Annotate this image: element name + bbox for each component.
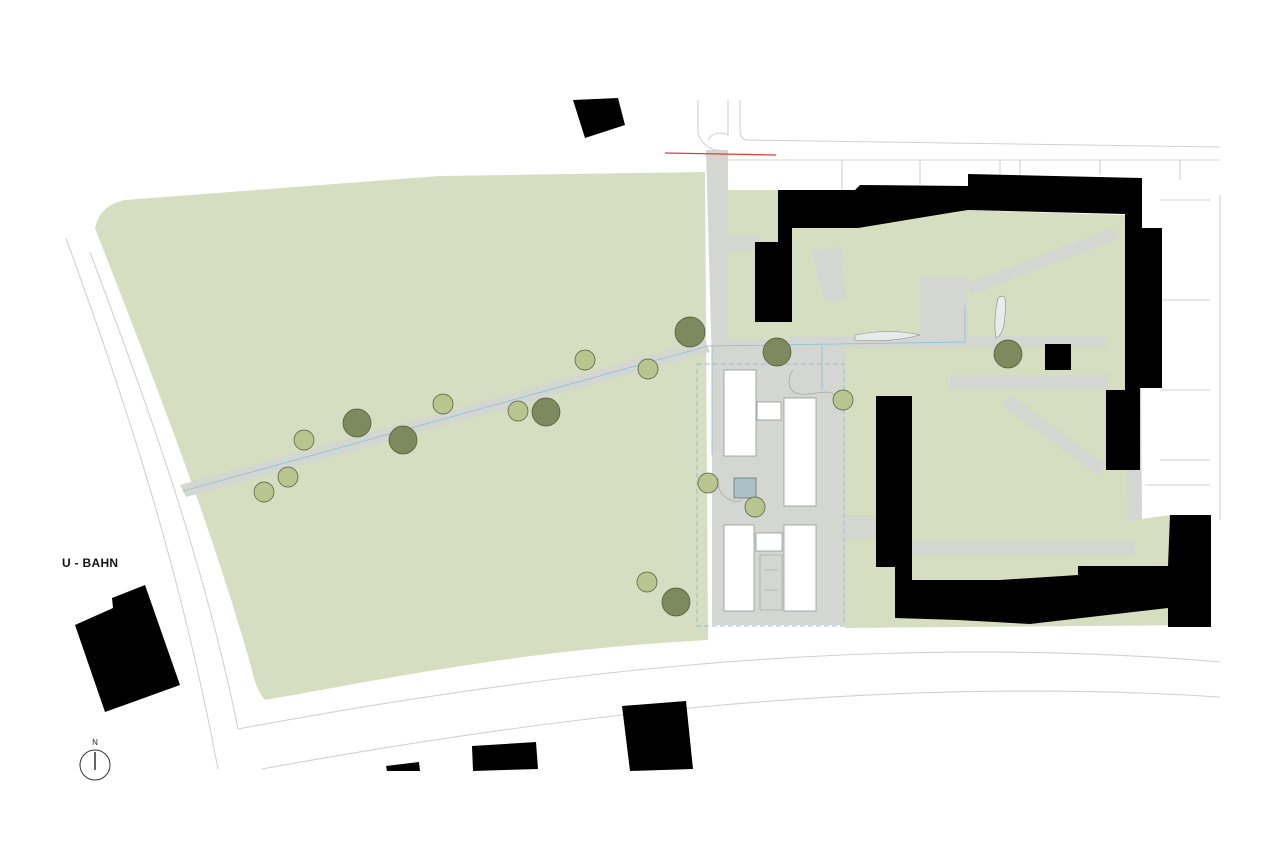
north-corner-b <box>739 100 749 141</box>
building-footprints <box>75 98 1211 771</box>
building-north-west <box>573 98 625 138</box>
tree <box>432 393 454 415</box>
pavilion-north-small <box>756 401 782 421</box>
site-entrance-marker <box>664 152 777 156</box>
water-feature <box>733 477 757 499</box>
pavilion-south-east <box>783 524 817 612</box>
north-corner-a <box>697 100 719 151</box>
tree <box>697 472 719 494</box>
pavilion-south-west <box>723 524 755 612</box>
courtyard-path-bottom <box>910 542 1135 556</box>
courtyard-path-east <box>950 375 1108 390</box>
west-street-outer <box>65 237 219 770</box>
courtyard-path-diag-2 <box>1002 395 1105 475</box>
west-street-inner <box>89 251 239 730</box>
courtyard-path-line <box>707 305 966 347</box>
north-arrow-icon <box>79 749 111 781</box>
courtyard-ramp <box>812 246 845 302</box>
tree <box>388 425 418 455</box>
pavilion-units <box>723 369 817 612</box>
tree <box>253 481 275 503</box>
tree <box>574 349 596 371</box>
tree <box>832 389 854 411</box>
tree <box>507 400 529 422</box>
diagonal-path-line <box>182 345 709 492</box>
tree <box>293 429 315 451</box>
pavilion-north-west <box>723 369 757 457</box>
tree <box>637 358 659 380</box>
tree <box>661 587 691 617</box>
perimeter-block-south <box>876 396 1211 627</box>
east-plots <box>841 160 1210 486</box>
pavilion-curve <box>788 369 836 396</box>
tree <box>762 337 792 367</box>
north-street-edge <box>744 139 1221 148</box>
tree <box>993 339 1023 369</box>
north-access-path <box>706 150 728 365</box>
courtyard-pond-north <box>854 331 921 342</box>
south-street-north-edge <box>237 651 1221 730</box>
u-bahn-label: U - BAHN <box>62 556 119 570</box>
tree <box>744 496 766 518</box>
courtyard-pond-east <box>994 295 1006 339</box>
courtyard-kiosk <box>1045 344 1071 370</box>
street-network <box>65 100 1221 770</box>
courtyard-path-west <box>710 236 760 252</box>
tree <box>342 408 372 438</box>
trees <box>253 316 1023 617</box>
perimeter-block-north <box>755 174 1162 470</box>
building-south-1 <box>622 701 693 771</box>
north-corner-c <box>707 100 729 141</box>
building-south-2 <box>472 742 538 771</box>
tree <box>674 316 706 348</box>
tree <box>531 397 561 427</box>
pavilion-south-small <box>755 532 783 552</box>
north-letter: N <box>92 738 98 747</box>
pavilion-north-east <box>783 397 817 507</box>
tree <box>277 466 299 488</box>
building-south-3 <box>386 762 420 771</box>
tree <box>636 571 658 593</box>
south-street-south-edge <box>261 690 1221 770</box>
path-lines <box>182 305 966 492</box>
courtyard-south-green-lane <box>845 515 880 540</box>
courtyard-plaza <box>920 277 968 340</box>
building-u-bahn <box>75 585 180 712</box>
courtyard-path-diag-1 <box>968 228 1120 295</box>
pavilion-path-outline <box>759 554 783 611</box>
